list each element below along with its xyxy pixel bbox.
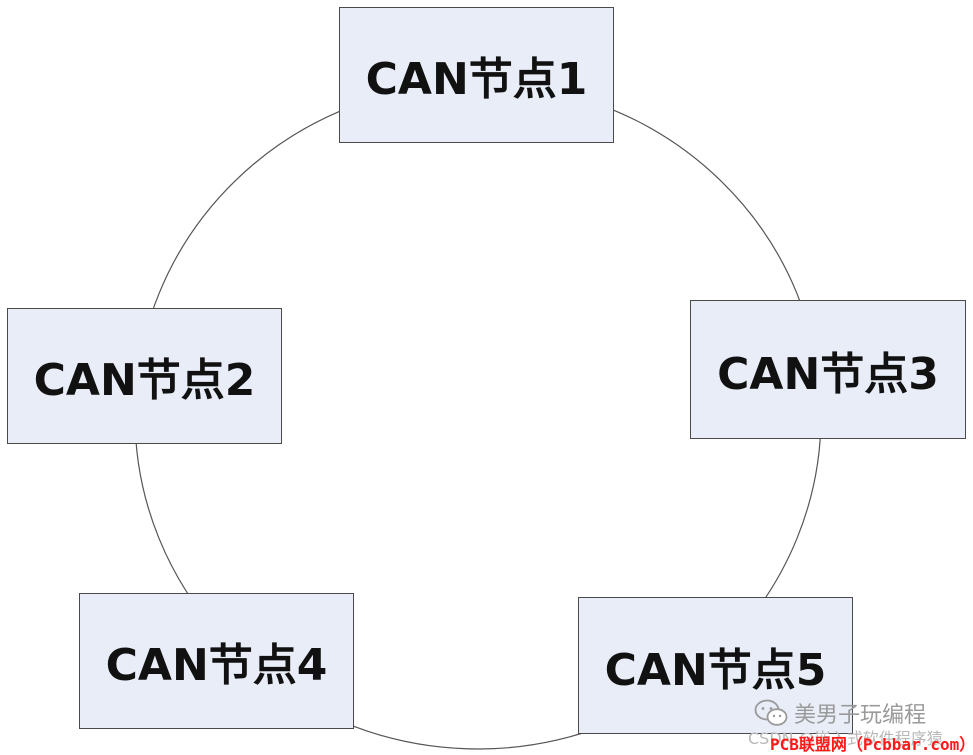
can-node-2: CAN节点2 xyxy=(7,308,282,444)
can-node-3: CAN节点3 xyxy=(690,300,966,439)
can-node-1-label: CAN节点1 xyxy=(365,54,588,105)
wechat-watermark: 美男子玩编程 xyxy=(754,697,926,729)
can-node-5: CAN节点5 xyxy=(578,597,853,734)
can-node-4-label: CAN节点4 xyxy=(105,640,328,691)
can-node-5-label: CAN节点5 xyxy=(604,644,827,696)
pcb-watermark: PCB联盟网（Pcbbar.com） xyxy=(770,735,973,754)
can-node-1: CAN节点1 xyxy=(339,7,614,143)
wechat-account-name: 美男子玩编程 xyxy=(794,703,927,728)
can-node-3-label: CAN节点3 xyxy=(717,348,939,400)
csdn-watermark: CSDN @嵌入式软件程序猿 xyxy=(748,729,943,748)
can-node-4: CAN节点4 xyxy=(79,593,354,729)
can-node-2-label: CAN节点2 xyxy=(33,355,256,406)
wechat-icon xyxy=(754,699,788,726)
